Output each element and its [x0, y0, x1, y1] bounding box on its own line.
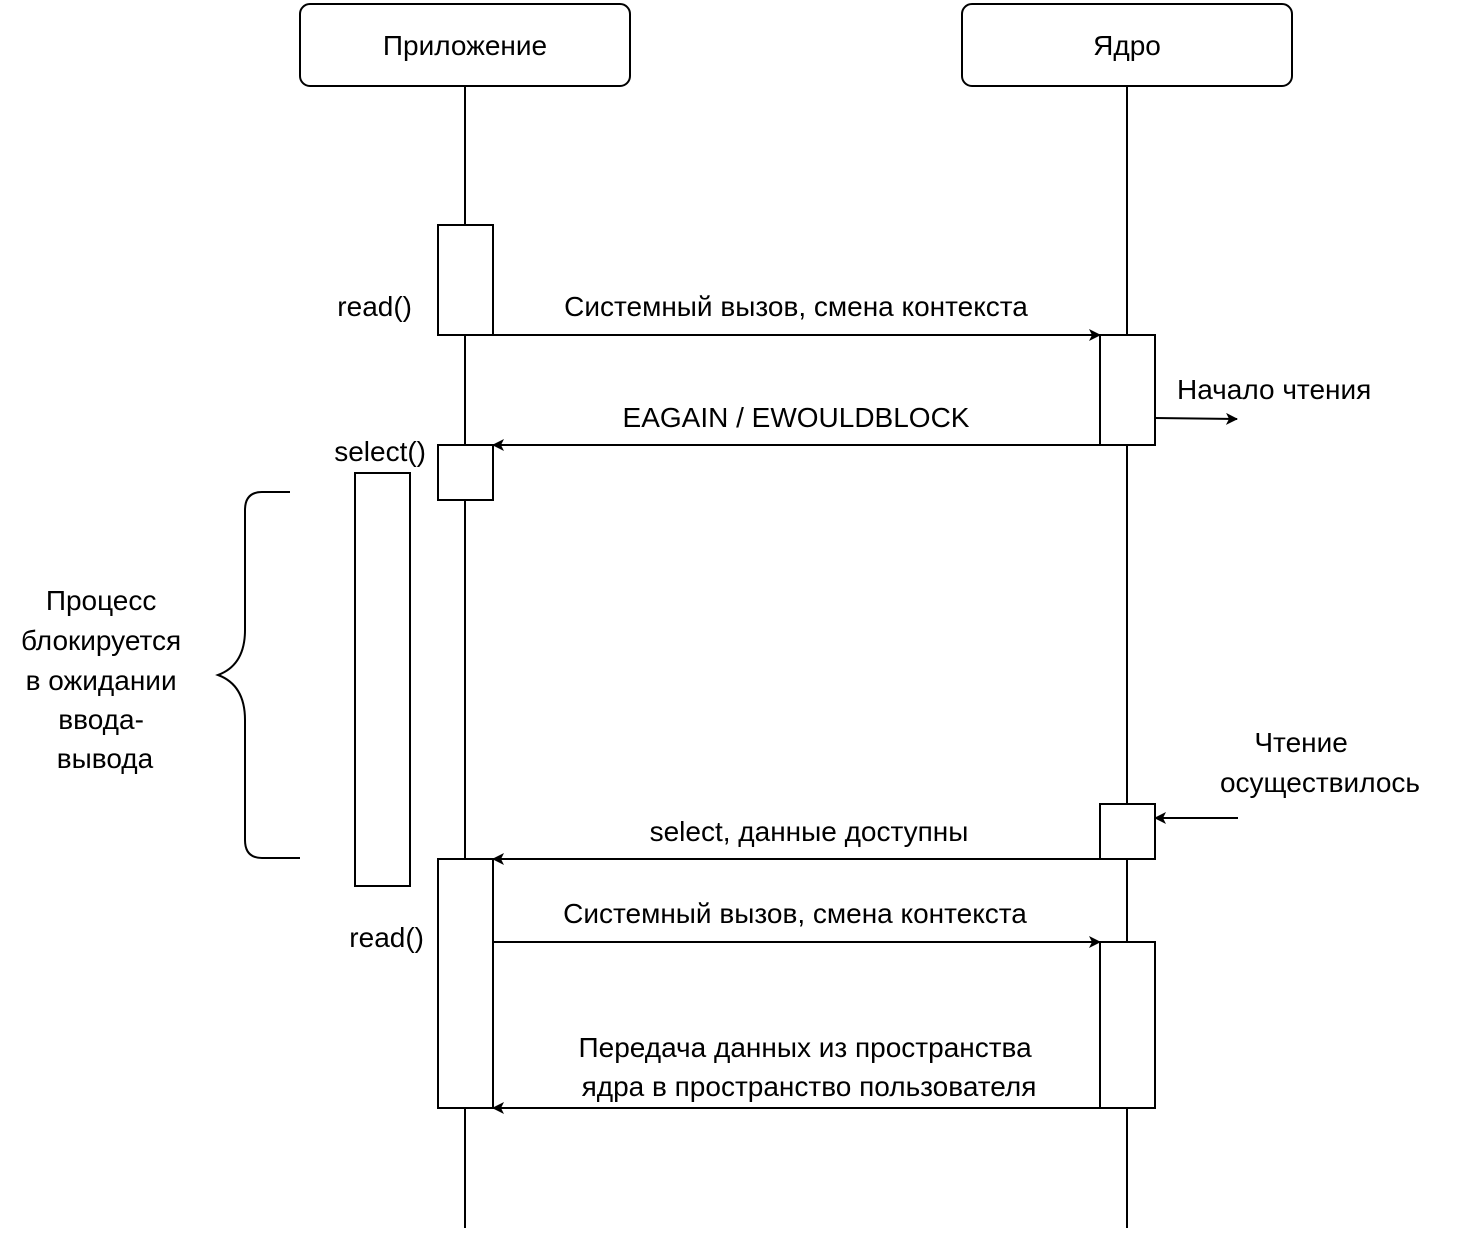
kernel-activation-read-2	[1099, 941, 1156, 1109]
blocked-note-line: Процесс	[46, 585, 157, 616]
message-select-ready-label: select, данные доступны	[650, 816, 969, 847]
app-activation-read-2	[437, 858, 494, 1109]
message-eagain-label: EAGAIN / EWOULDBLOCK	[623, 402, 970, 433]
participant-app: Приложение	[299, 3, 631, 87]
read-done-line: Чтение	[1254, 727, 1347, 758]
blocked-note-line: блокируется	[21, 625, 181, 656]
start-read-arrow	[1154, 412, 1238, 425]
message-syscall-2-label: Системный вызов, смена контекста	[563, 898, 1027, 929]
blocked-note-line: ввода-	[58, 704, 144, 735]
start-read-label: Начало чтения	[1177, 374, 1371, 405]
app-activation-read-1	[437, 224, 494, 336]
read-done-line: осуществилось	[1220, 767, 1420, 798]
kernel-activation-select	[1099, 803, 1156, 860]
participant-app-label: Приложение	[383, 30, 547, 61]
message-copy-label: Передача данных из пространства ядра в п…	[579, 1032, 1040, 1102]
blocked-note-line: вывода	[57, 743, 154, 774]
message-syscall-1-label: Системный вызов, смена контекста	[564, 291, 1028, 322]
kernel-activation-read-1	[1099, 334, 1156, 446]
app-activation-blocked	[354, 472, 411, 887]
message-copy-line: Передача данных из пространства	[579, 1032, 1033, 1063]
select-call-label: select()	[334, 436, 426, 467]
blocked-brace	[215, 491, 300, 859]
read-call-2-label: read()	[349, 922, 424, 953]
read-call-1-label: read()	[337, 291, 412, 322]
participant-kernel-label: Ядро	[1093, 30, 1161, 61]
blocked-note-line: в ожидании	[26, 665, 177, 696]
read-done-note: Чтение осуществилось	[1220, 727, 1420, 798]
message-copy-line: ядра в пространство пользователя	[582, 1071, 1037, 1102]
app-activation-select	[437, 444, 494, 501]
blocked-note: Процесс блокируется в ожидании ввода- вы…	[21, 585, 189, 774]
participant-kernel: Ядро	[961, 3, 1293, 87]
